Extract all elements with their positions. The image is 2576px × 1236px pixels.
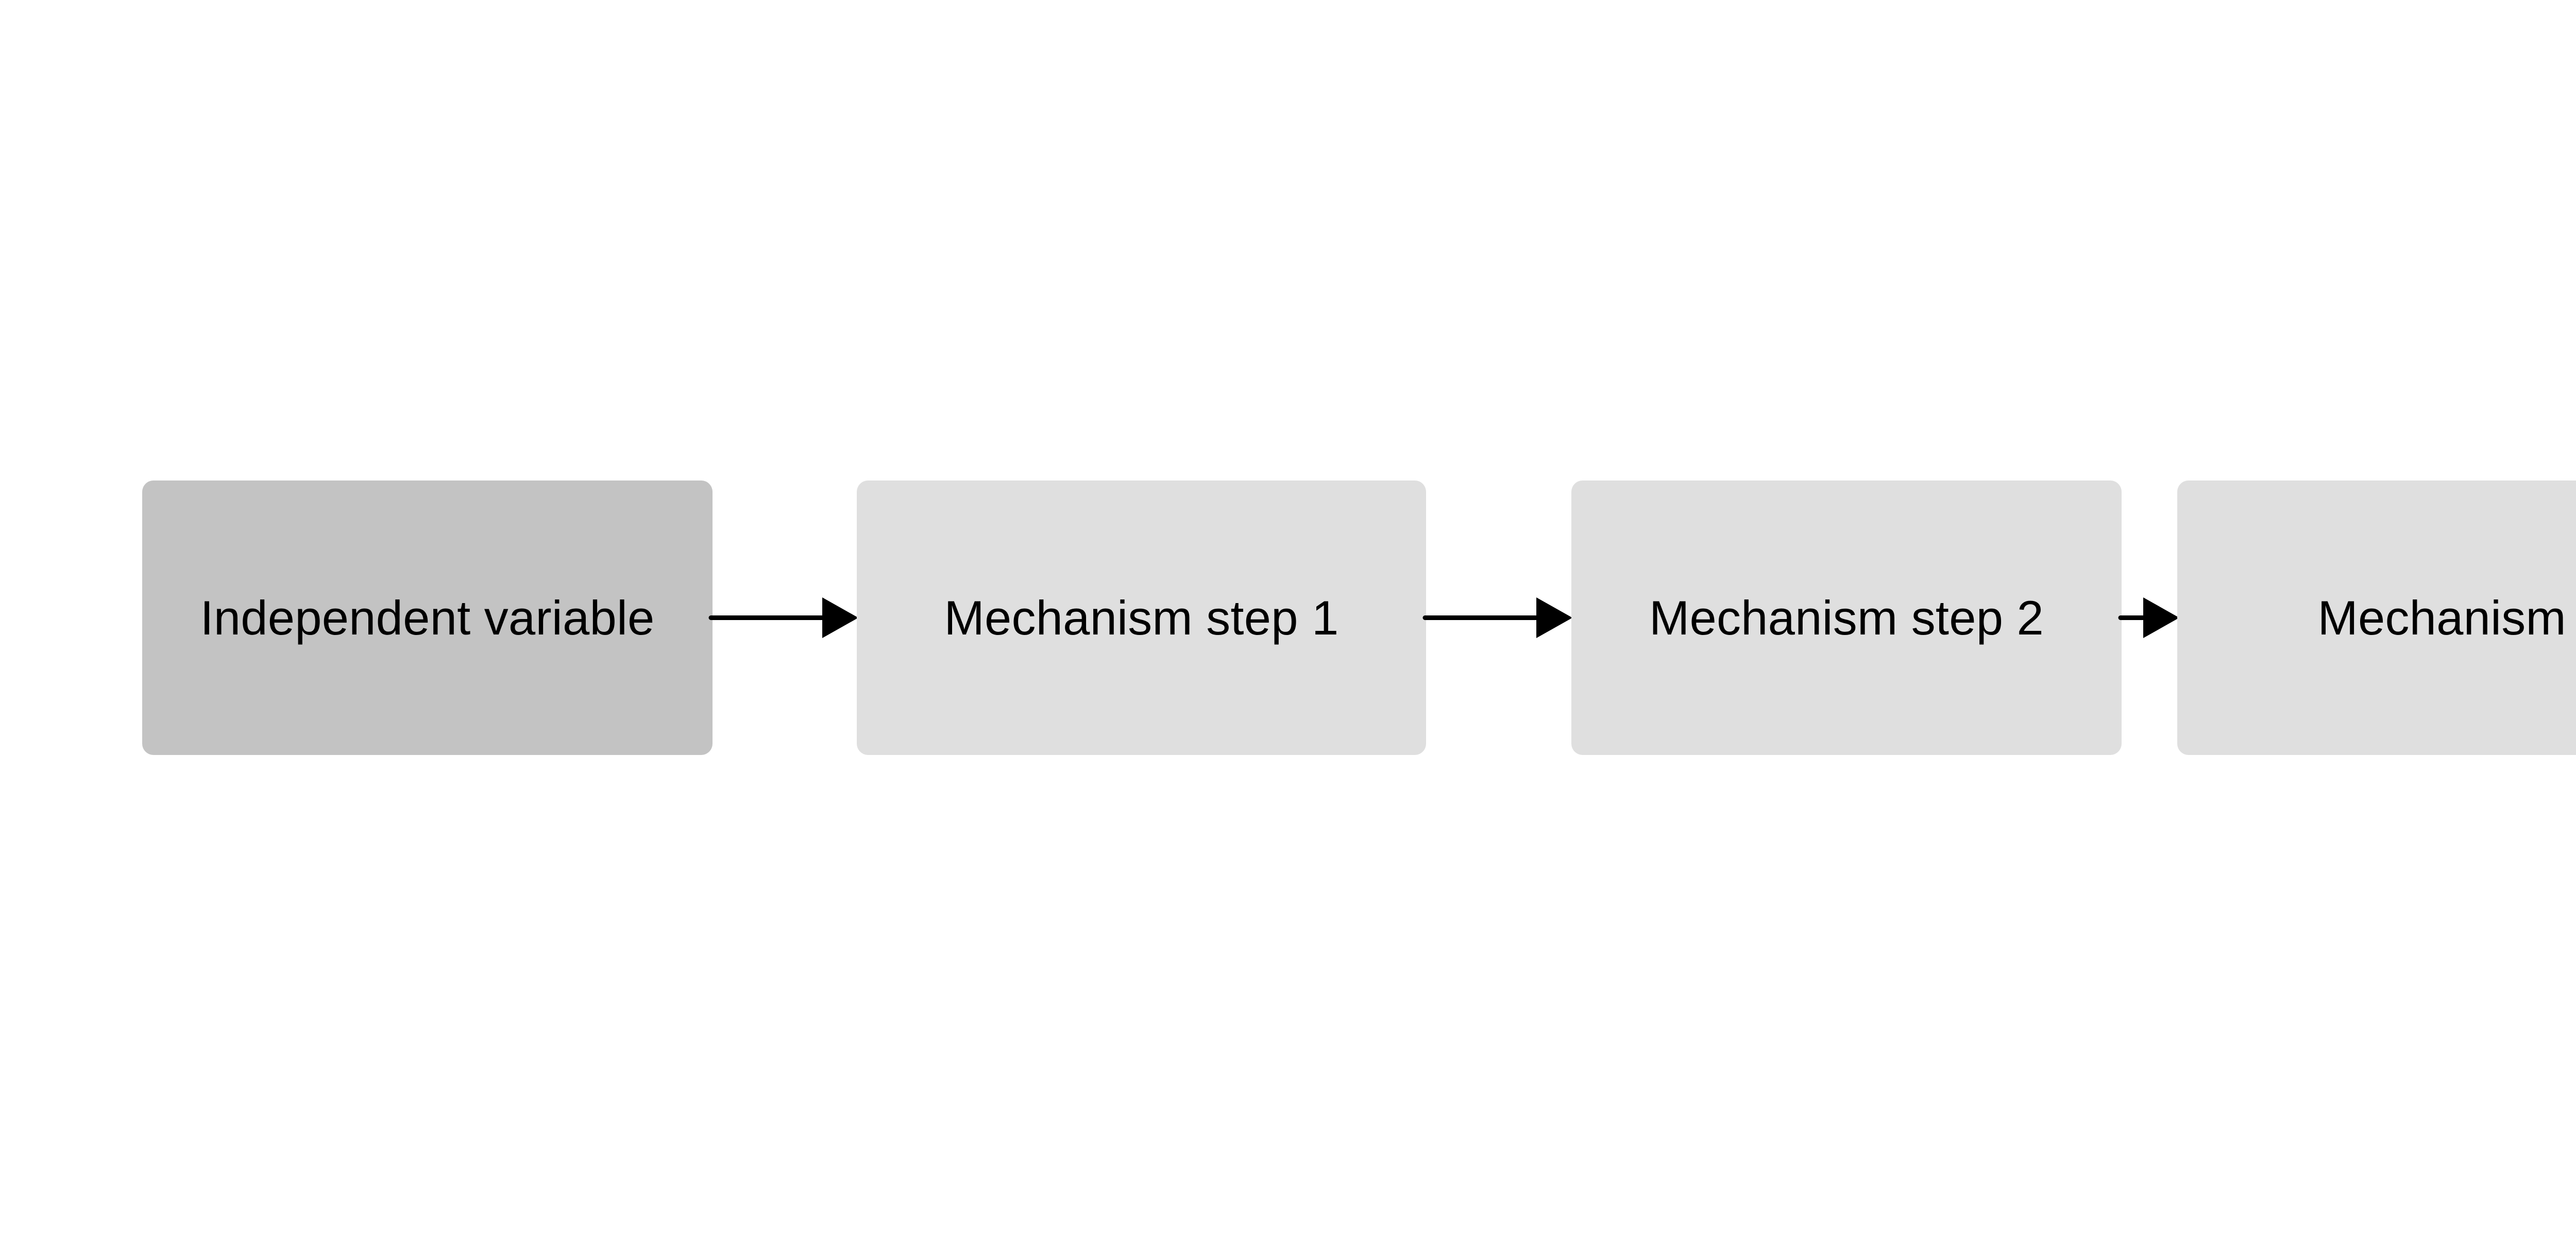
node-mechanism-step-2[interactable]: Mechanism step 2 <box>1571 480 2122 755</box>
node-label: Mechanism step 3 <box>2317 590 2576 645</box>
arrow-right-icon <box>1422 597 1572 638</box>
edge-independent-variable-to-mechanism-step-1 <box>708 480 859 755</box>
edge-mechanism-step-1-to-mechanism-step-2 <box>1422 480 1573 755</box>
node-label: Mechanism step 2 <box>1649 590 2044 645</box>
node-label: Mechanism step 1 <box>944 590 1339 645</box>
node-mechanism-step-3[interactable]: Mechanism step 3 <box>2177 480 2576 755</box>
node-mechanism-step-1[interactable]: Mechanism step 1 <box>857 480 1426 755</box>
edge-mechanism-step-2-to-mechanism-step-3 <box>2118 480 2180 755</box>
arrow-right-icon <box>2118 597 2179 638</box>
node-label: Independent variable <box>200 590 655 645</box>
node-independent-variable[interactable]: Independent variable <box>142 480 713 755</box>
flow-chain: Independent variable Mechanism step 1 Me… <box>0 480 2576 755</box>
arrow-right-icon <box>708 597 858 638</box>
